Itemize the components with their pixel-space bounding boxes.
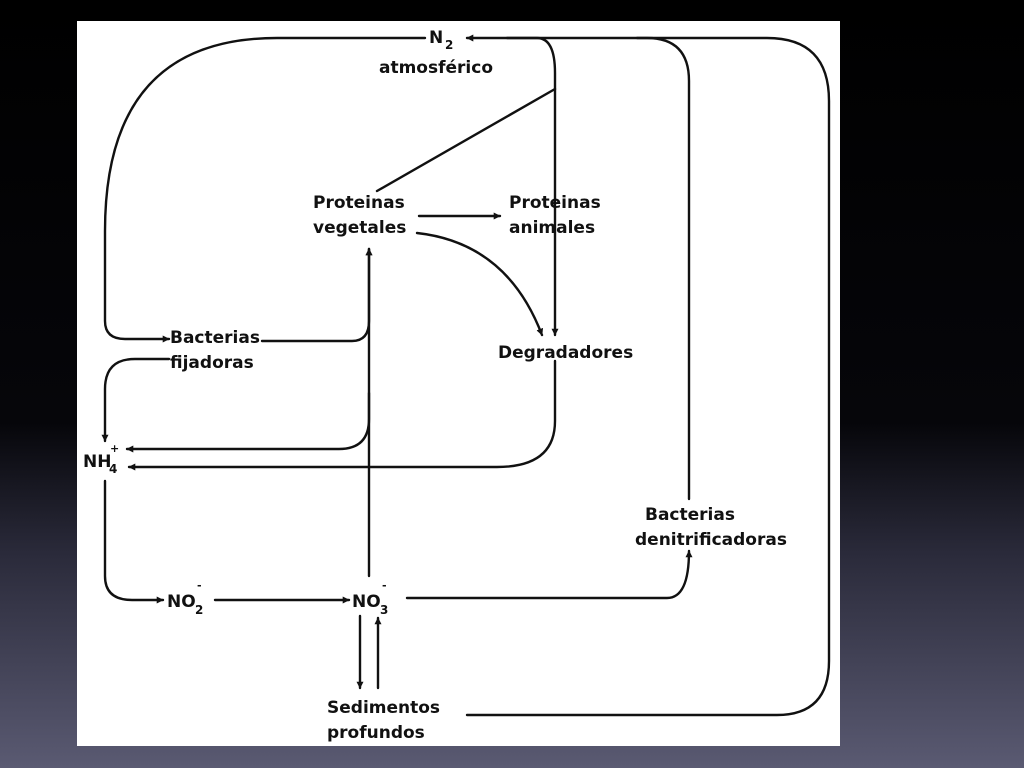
- degradadores-label: Degradadores: [498, 343, 633, 363]
- node-sedimentos-profundos: Sedimentos profundos: [327, 698, 440, 743]
- node-degradadores: Degradadores: [498, 343, 633, 363]
- node-nh4: NH 4 +: [83, 442, 119, 476]
- arrow-fijadoras-to-vegetales: [260, 247, 373, 343]
- nh4-superscript: +: [110, 442, 119, 455]
- line-sedimentos-to-n2: [465, 36, 831, 717]
- nitrogen-cycle-diagram: N 2 atmosférico Proteinas vegetales Prot…: [83, 28, 831, 743]
- no2-label: NO: [167, 592, 196, 612]
- line-vegetales-to-n2: [375, 87, 557, 193]
- bacterias-fijadoras-line1: Bacterias: [170, 328, 260, 348]
- node-no2: NO 2 -: [167, 579, 203, 617]
- bacterias-fijadoras-line2: fijadoras: [170, 353, 254, 373]
- nh4-subscript: 4: [109, 462, 117, 476]
- arrow-no3-branch-to-nh4: [125, 391, 371, 453]
- proteinas-vegetales-line1: Proteinas: [313, 193, 405, 213]
- node-proteinas-vegetales: Proteinas vegetales: [313, 193, 406, 238]
- sedimentos-profundos-line1: Sedimentos: [327, 698, 440, 718]
- no2-subscript: 2: [195, 603, 203, 617]
- no2-superscript: -: [197, 579, 202, 592]
- node-bacterias-fijadoras: Bacterias fijadoras: [170, 328, 260, 373]
- arrow-no3-to-denitrificadoras: [405, 549, 693, 600]
- n2-label: N: [429, 28, 443, 48]
- n2-subscript: 2: [445, 38, 453, 52]
- no3-subscript: 3: [380, 603, 388, 617]
- n2-caption: atmosférico: [379, 58, 493, 78]
- diagram-panel: N 2 atmosférico Proteinas vegetales Prot…: [77, 21, 840, 746]
- arrow-vegetales-to-degradadores: [415, 231, 544, 337]
- node-bacterias-denitrificadoras: Bacterias denitrificadoras: [635, 505, 787, 550]
- arrow-n2-to-bacterias-fijadoras: [103, 36, 427, 343]
- arrow-nh4-to-no2: [103, 479, 165, 604]
- proteinas-vegetales-line2: vegetales: [313, 218, 406, 238]
- no3-superscript: -: [382, 579, 387, 592]
- arrow-fijadoras-to-nh4: [101, 357, 171, 443]
- nh4-label: NH: [83, 452, 111, 472]
- arrow-degradadores-to-nh4: [127, 359, 557, 471]
- node-proteinas-animales: Proteinas animales: [509, 193, 601, 238]
- proteinas-animales-line1: Proteinas: [509, 193, 601, 213]
- node-n2-atmosferico: N 2 atmosférico: [379, 28, 493, 78]
- node-no3: NO 3 -: [352, 579, 388, 617]
- arrow-n2-to-degradadores: [505, 36, 559, 337]
- no3-label: NO: [352, 592, 381, 612]
- proteinas-animales-line2: animales: [509, 218, 595, 238]
- bacterias-denitrificadoras-line2: denitrificadoras: [635, 530, 787, 550]
- bacterias-denitrificadoras-line1: Bacterias: [645, 505, 735, 525]
- sedimentos-profundos-line2: profundos: [327, 723, 425, 743]
